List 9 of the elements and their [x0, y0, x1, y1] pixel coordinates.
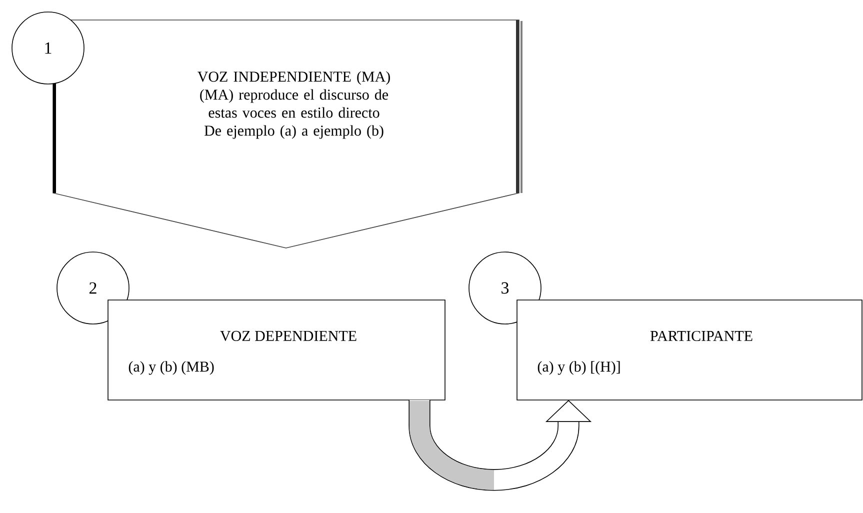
box-text: (MA) reproduce el discurso de estas voces en estilo directo De ejemplo (a) a ejemplo (b) [200, 89, 388, 139]
text-box [108, 300, 446, 400]
box-heading: PARTICIPANTE [650, 330, 752, 342]
text-box [516, 300, 862, 400]
box-heading: VOZ DEPENDIENTE [220, 330, 356, 342]
box-text: (a) y (b) [(H)] [538, 361, 620, 375]
pentagon-arrow-box [52, 20, 522, 248]
box-heading: VOZ INDEPENDIENTE (MA) [198, 71, 390, 85]
box-text: (a) y (b) (MB) [128, 361, 214, 375]
